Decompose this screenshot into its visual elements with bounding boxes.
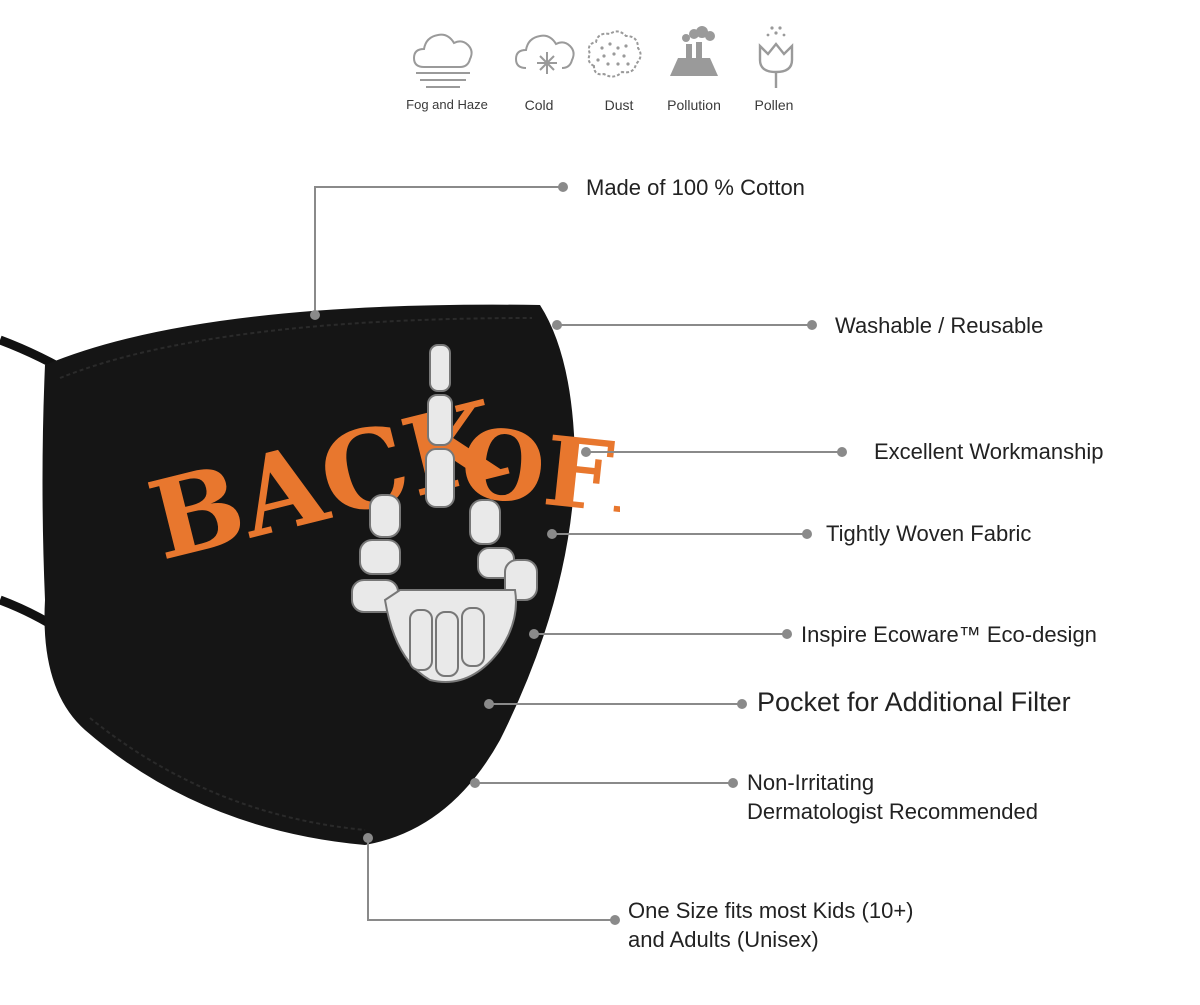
- feature-workmanship: Excellent Workmanship: [874, 439, 1104, 464]
- condition-label-dust: Dust: [604, 97, 634, 113]
- condition-label-fog: Fog and Haze: [406, 97, 488, 112]
- condition-label-pollution: Pollution: [667, 97, 721, 113]
- pollen-icon: [758, 26, 794, 88]
- feature-eco-design: Inspire Ecoware™ Eco-design: [801, 622, 1097, 647]
- condition-label-pollen: Pollen: [754, 97, 794, 113]
- fog-icon: [412, 33, 473, 88]
- feature-woven-fabric: Tightly Woven Fabric: [826, 521, 1032, 546]
- skeleton-hand-graphic: [351, 344, 538, 683]
- condition-label-cold: Cold: [524, 97, 554, 113]
- feature-non-irritating: Non-Irritating Dermatologist Recommended: [747, 770, 1039, 824]
- mask-image: BACK OFF: [0, 304, 620, 846]
- cold-icon: [514, 34, 575, 74]
- feature-washable: Washable / Reusable: [835, 313, 1044, 338]
- pollution-icon: [670, 26, 718, 76]
- dust-icon: [587, 30, 642, 78]
- feature-one-size: One Size fits most Kids (10+) and Adults…: [628, 898, 914, 952]
- feature-cotton: Made of 100 % Cotton: [586, 175, 805, 200]
- feature-filter-pocket: Pocket for Additional Filter: [757, 687, 1071, 717]
